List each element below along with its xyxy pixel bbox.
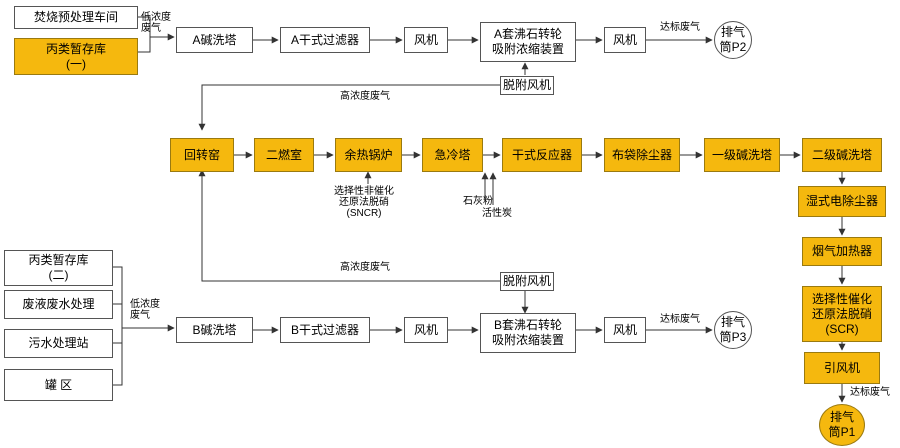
node-bag-filter: 布袋除尘器 — [604, 138, 680, 172]
node-stack-p1: 排气 筒P1 — [819, 404, 865, 446]
node-a-dry-filter: A干式过滤器 — [280, 27, 370, 53]
node-scr: 选择性催化 还原法脱硝 (SCR) — [802, 286, 882, 342]
node-stack-p2: 排气 筒P2 — [714, 21, 752, 59]
node-wet-esp: 湿式电除尘器 — [798, 186, 886, 217]
node-quench-tower: 急冷塔 — [422, 138, 483, 172]
node-incineration-pretreatment: 焚烧预处理车间 — [14, 6, 138, 29]
label-high-concentration-a: 高浓度废气 — [340, 91, 390, 102]
node-a-fan-2: 风机 — [604, 27, 646, 53]
label-standard-gas-b: 达标废气 — [660, 314, 700, 325]
node-b-desorption-fan: 脱附风机 — [500, 272, 554, 291]
label-activated-carbon: 活性炭 — [482, 208, 512, 219]
node-a-desorption-fan: 脱附风机 — [500, 76, 554, 95]
node-alkali-wash-1: 一级碱洗塔 — [704, 138, 780, 172]
node-tank-area: 罐 区 — [4, 369, 113, 401]
node-b-fan: 风机 — [404, 317, 448, 343]
node-induced-draft-fan: 引风机 — [804, 352, 880, 384]
node-rotary-kiln: 回转窑 — [170, 138, 234, 172]
node-b-zeolite-rotor: B套沸石转轮 吸附浓缩装置 — [480, 313, 576, 353]
label-standard-gas-p1: 达标废气 — [850, 387, 890, 398]
node-sewage-station: 污水处理站 — [4, 329, 113, 358]
node-a-alkali-wash: A碱洗塔 — [176, 27, 253, 53]
node-class-c-storage-1: 丙类暂存库 (一) — [14, 38, 138, 75]
node-waste-heat-boiler: 余热锅炉 — [335, 138, 402, 172]
node-flue-gas-heater: 烟气加热器 — [802, 237, 882, 266]
label-low-concentration-a: 低浓度 废气 — [141, 12, 171, 34]
node-stack-p3: 排气 筒P3 — [714, 311, 752, 349]
label-lime-powder: 石灰粉 — [463, 196, 493, 207]
node-secondary-combustion: 二燃室 — [254, 138, 314, 172]
label-standard-gas-a: 达标废气 — [660, 22, 700, 33]
node-a-fan: 风机 — [404, 27, 448, 53]
node-waste-liquid-treatment: 废液废水处理 — [4, 290, 113, 319]
node-b-dry-filter: B干式过滤器 — [280, 317, 370, 343]
node-alkali-wash-2: 二级碱洗塔 — [802, 138, 882, 172]
node-class-c-storage-2: 丙类暂存库 (二) — [4, 250, 113, 286]
node-b-alkali-wash: B碱洗塔 — [176, 317, 253, 343]
node-b-fan-2: 风机 — [604, 317, 646, 343]
node-dry-reactor: 干式反应器 — [502, 138, 582, 172]
label-low-concentration-b: 低浓度 废气 — [130, 299, 160, 321]
label-sncr: 选择性非催化 还原法脱硝 (SNCR) — [334, 186, 394, 219]
node-a-zeolite-rotor: A套沸石转轮 吸附浓缩装置 — [480, 22, 576, 62]
label-high-concentration-b: 高浓度废气 — [340, 262, 390, 273]
